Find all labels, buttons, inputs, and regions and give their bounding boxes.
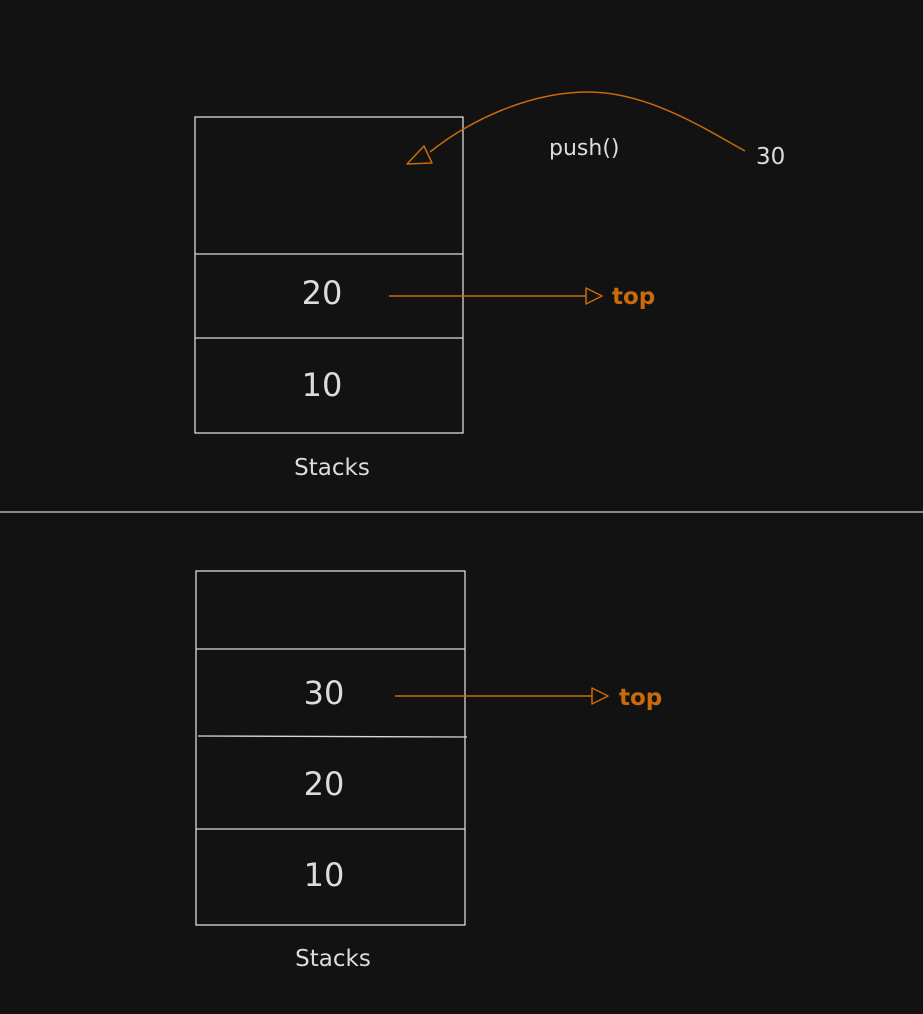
stack-after-cell-value: 20 (304, 765, 345, 803)
top-pointer-label: top (612, 284, 655, 310)
top-pointer-arrowhead-icon (585, 287, 603, 305)
stack-after-caption: Stacks (295, 946, 371, 972)
stack-after-push: 30 20 10 Stacks top (195, 570, 662, 972)
stack-after-divider (197, 735, 468, 738)
stack-after-outline (195, 570, 466, 926)
stack-before-caption: Stacks (294, 455, 370, 481)
stack-before-push: 20 10 Stacks top push() 30 (194, 91, 785, 481)
stack-before-outline (194, 116, 464, 434)
push-arrowhead-icon (406, 145, 433, 165)
push-curve-arrow (429, 91, 746, 153)
stack-after-cell-value: 30 (304, 674, 345, 712)
stack-after-cell-value: 10 (304, 856, 345, 894)
push-operation-label: push() (549, 136, 619, 161)
stack-before-cell-value: 10 (302, 366, 343, 404)
top-pointer-arrowhead-icon (591, 687, 609, 705)
incoming-value-label: 30 (756, 144, 785, 170)
stack-before-cell-value: 20 (302, 274, 343, 312)
top-pointer-label: top (619, 685, 662, 711)
